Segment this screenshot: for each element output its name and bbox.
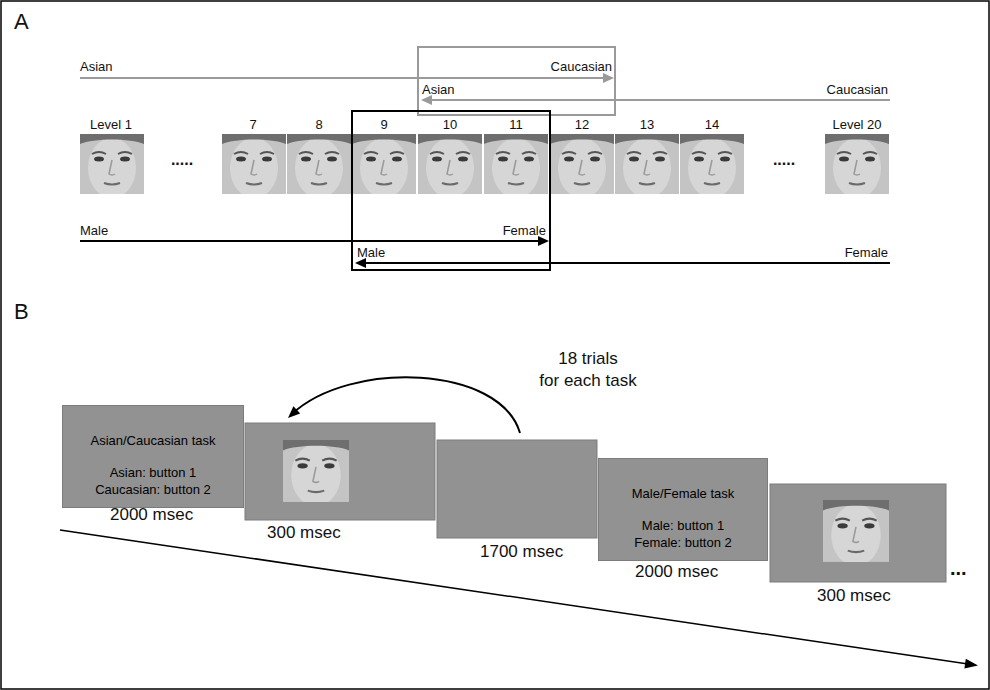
face-image [222, 134, 286, 198]
level-number: 8 [315, 118, 322, 132]
stimulus-screen [245, 423, 435, 520]
face-image [484, 134, 548, 198]
ellipsis: ... [950, 558, 967, 579]
task-title: Asian/Caucasian task [71, 432, 235, 450]
face-image [823, 500, 889, 566]
race-arrow [430, 99, 890, 101]
button-mapping: Asian: button 1 [71, 464, 235, 482]
face-image [80, 134, 144, 198]
button-mapping: Female: button 2 [607, 534, 759, 552]
axis-end-label: Caucasian [827, 83, 888, 97]
gender-arrow [364, 262, 890, 264]
timing-label: 1700 msec [478, 543, 565, 561]
repeat-note: 18 trials [558, 350, 618, 368]
face-image [287, 134, 351, 198]
face-image [680, 134, 744, 198]
stimulus-screen [770, 484, 946, 582]
instruction-screen: Male/Female taskMale: button 1Female: bu… [598, 458, 768, 561]
level-number: 7 [249, 118, 256, 132]
face-image [615, 134, 679, 198]
repeat-note: for each task [539, 372, 636, 390]
button-mapping: Caucasian: button 2 [71, 481, 235, 499]
grey-bracket-box [418, 47, 615, 115]
timing-label: 2000 msec [633, 563, 720, 581]
timing-label: 2000 msec [108, 506, 195, 524]
level-number: 12 [575, 118, 589, 132]
repeat-arrow [292, 377, 520, 433]
panel-letter: A [14, 10, 29, 33]
axis-end-label: Male [357, 246, 385, 260]
face-image [418, 134, 482, 198]
ellipsis: ..... [773, 152, 795, 169]
instruction-screen: Asian/Caucasian taskAsian: button 1Cauca… [62, 405, 244, 508]
face-image [352, 134, 416, 198]
axis-end-label: Female [503, 224, 546, 238]
level-number: 13 [640, 118, 654, 132]
race-arrow [80, 77, 606, 79]
arrow-head [288, 406, 300, 418]
level-number: Level 20 [832, 118, 881, 132]
panel-letter: B [14, 300, 29, 323]
black-bracket-box [352, 111, 550, 270]
level-number: 11 [509, 118, 523, 132]
face-image [550, 134, 614, 198]
arrow-head [964, 659, 978, 669]
button-mapping: Male: button 1 [607, 517, 759, 535]
level-number: 10 [443, 118, 457, 132]
level-number: 9 [380, 118, 387, 132]
axis-end-label: Female [845, 246, 888, 260]
axis-end-label: Asian [80, 60, 113, 74]
arrow-head [603, 73, 614, 83]
face-image [283, 440, 349, 506]
level-number: Level 1 [90, 118, 132, 132]
task-title: Male/Female task [607, 485, 759, 503]
level-number: 14 [705, 118, 719, 132]
timing-label: 300 msec [815, 587, 893, 605]
axis-end-label: Asian [422, 83, 455, 97]
gender-arrow [80, 240, 540, 242]
timing-label: 300 msec [265, 524, 343, 542]
blank-screen [437, 440, 597, 538]
ellipsis: ..... [171, 152, 193, 169]
axis-end-label: Caucasian [551, 60, 612, 74]
face-image [825, 134, 889, 198]
axis-end-label: Male [80, 224, 108, 238]
